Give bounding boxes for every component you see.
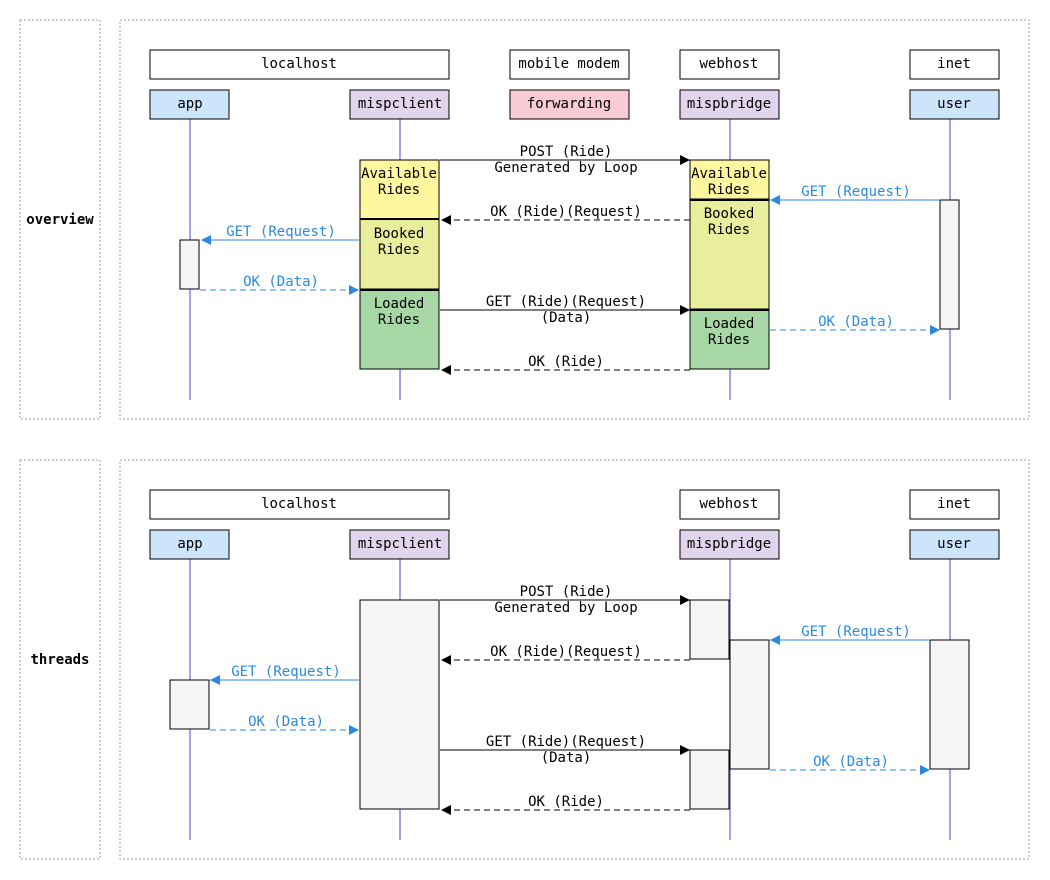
participant-app: [149, 89, 230, 120]
participant-mispclient: [349, 89, 450, 120]
group-mobile-modem: [509, 49, 630, 80]
thread-mispclient: [359, 599, 440, 810]
thread-bridge-post: [689, 599, 730, 660]
group-webhost-label: webhost: [699, 56, 758, 72]
threads-msg-app-ok-data-label: OK (Data): [248, 714, 324, 730]
threads-group-localhost: [149, 489, 450, 520]
client-state-loaded-line1: Loaded: [374, 296, 425, 312]
group-inet-label: inet: [937, 56, 971, 72]
thread-user: [929, 639, 970, 770]
group-mobile-modem-label: mobile modem: [518, 56, 619, 72]
threads-msg-ok-ride-request-label: OK (Ride)(Request): [490, 644, 642, 660]
participant-user-label: user: [937, 96, 971, 112]
app-activation: [179, 239, 200, 290]
msg-app-get-request-label: GET (Request): [226, 224, 336, 240]
participant-mispbridge: [679, 89, 780, 120]
group-localhost-label: localhost: [261, 56, 337, 72]
bridge-state-loaded-line1: Loaded: [704, 316, 755, 332]
overview-label: overview: [26, 212, 94, 228]
group-webhost: [679, 49, 780, 80]
threads-participant-mispclient: [349, 529, 450, 560]
threads-participant-mispbridge-label: mispbridge: [687, 536, 771, 552]
msg-ok-ride-request-label: OK (Ride)(Request): [490, 204, 642, 220]
threads-msg-post-label-line2: Generated by Loop: [494, 600, 637, 616]
bridge-state-available-line2: Rides: [708, 182, 750, 198]
threads-participant-mispclient-label: mispclient: [358, 536, 442, 552]
msg-ok-ride-label: OK (Ride): [528, 354, 604, 370]
overview-diagram-frame: [119, 19, 1030, 420]
participant-mispclient-label: mispclient: [358, 96, 442, 112]
thread-bridge-get: [689, 749, 730, 810]
threads-msg-get-ride-request-label-line1: GET (Ride)(Request): [486, 734, 646, 750]
client-state-available-line1: Available: [361, 166, 437, 182]
threads-msg-get-ride-request-label-line2: (Data): [541, 750, 592, 766]
threads-participant-app-label: app: [177, 536, 202, 552]
thread-app: [169, 679, 210, 730]
participant-forwarding: [509, 89, 630, 120]
thread-bridge-request: [729, 639, 770, 770]
threads-msg-user-ok-data-label: OK (Data): [813, 754, 889, 770]
threads-section: threads localhost webhost inet app mispc…: [19, 459, 1030, 860]
client-state-available: [359, 159, 440, 220]
client-state-available-line2: Rides: [378, 182, 420, 198]
bridge-state-available-line1: Available: [691, 166, 767, 182]
threads-label: threads: [30, 652, 89, 668]
threads-participant-user-label: user: [937, 536, 971, 552]
threads-diagram-frame: [119, 459, 1030, 860]
threads-msg-ok-ride-label: OK (Ride): [528, 794, 604, 810]
client-state-loaded: [359, 289, 440, 370]
threads-msg-post-label-line1: POST (Ride): [520, 584, 613, 600]
participant-user: [909, 89, 1000, 120]
bridge-state-booked-line1: Booked: [704, 206, 755, 222]
threads-participant-user: [909, 529, 1000, 560]
client-state-booked: [359, 218, 440, 290]
client-state-booked-line1: Booked: [374, 226, 425, 242]
msg-user-get-request-label: GET (Request): [801, 184, 911, 200]
msg-user-ok-data-label: OK (Data): [818, 314, 894, 330]
participant-mispbridge-label: mispbridge: [687, 96, 771, 112]
overview-section: overview localhost mobile modem webhost …: [19, 19, 1030, 420]
participant-forwarding-label: forwarding: [527, 96, 611, 112]
threads-label-frame: [19, 459, 101, 860]
threads-group-inet: [909, 489, 1000, 520]
threads-participant-app: [149, 529, 230, 560]
bridge-state-booked: [689, 199, 770, 310]
threads-group-webhost-label: webhost: [699, 496, 758, 512]
user-activation: [939, 199, 960, 330]
msg-post-label-line1: POST (Ride): [520, 144, 613, 160]
msg-get-ride-request-label-line1: GET (Ride)(Request): [486, 294, 646, 310]
group-inet: [909, 49, 1000, 80]
client-state-booked-line2: Rides: [378, 242, 420, 258]
threads-group-inet-label: inet: [937, 496, 971, 512]
threads-group-localhost-label: localhost: [261, 496, 337, 512]
bridge-state-loaded-line2: Rides: [708, 332, 750, 348]
threads-msg-user-get-request-label: GET (Request): [801, 624, 911, 640]
bridge-state-booked-line2: Rides: [708, 222, 750, 238]
threads-msg-app-get-request-label: GET (Request): [231, 664, 341, 680]
msg-get-ride-request-label-line2: (Data): [541, 310, 592, 326]
client-state-loaded-line2: Rides: [378, 312, 420, 328]
overview-label-frame: [19, 19, 101, 420]
participant-app-label: app: [177, 96, 202, 112]
msg-app-ok-data-label: OK (Data): [243, 274, 319, 290]
threads-group-webhost: [679, 489, 780, 520]
msg-post-label-line2: Generated by Loop: [494, 160, 637, 176]
bridge-state-available: [689, 159, 770, 200]
threads-participant-mispbridge: [679, 529, 780, 560]
group-localhost: [149, 49, 450, 80]
